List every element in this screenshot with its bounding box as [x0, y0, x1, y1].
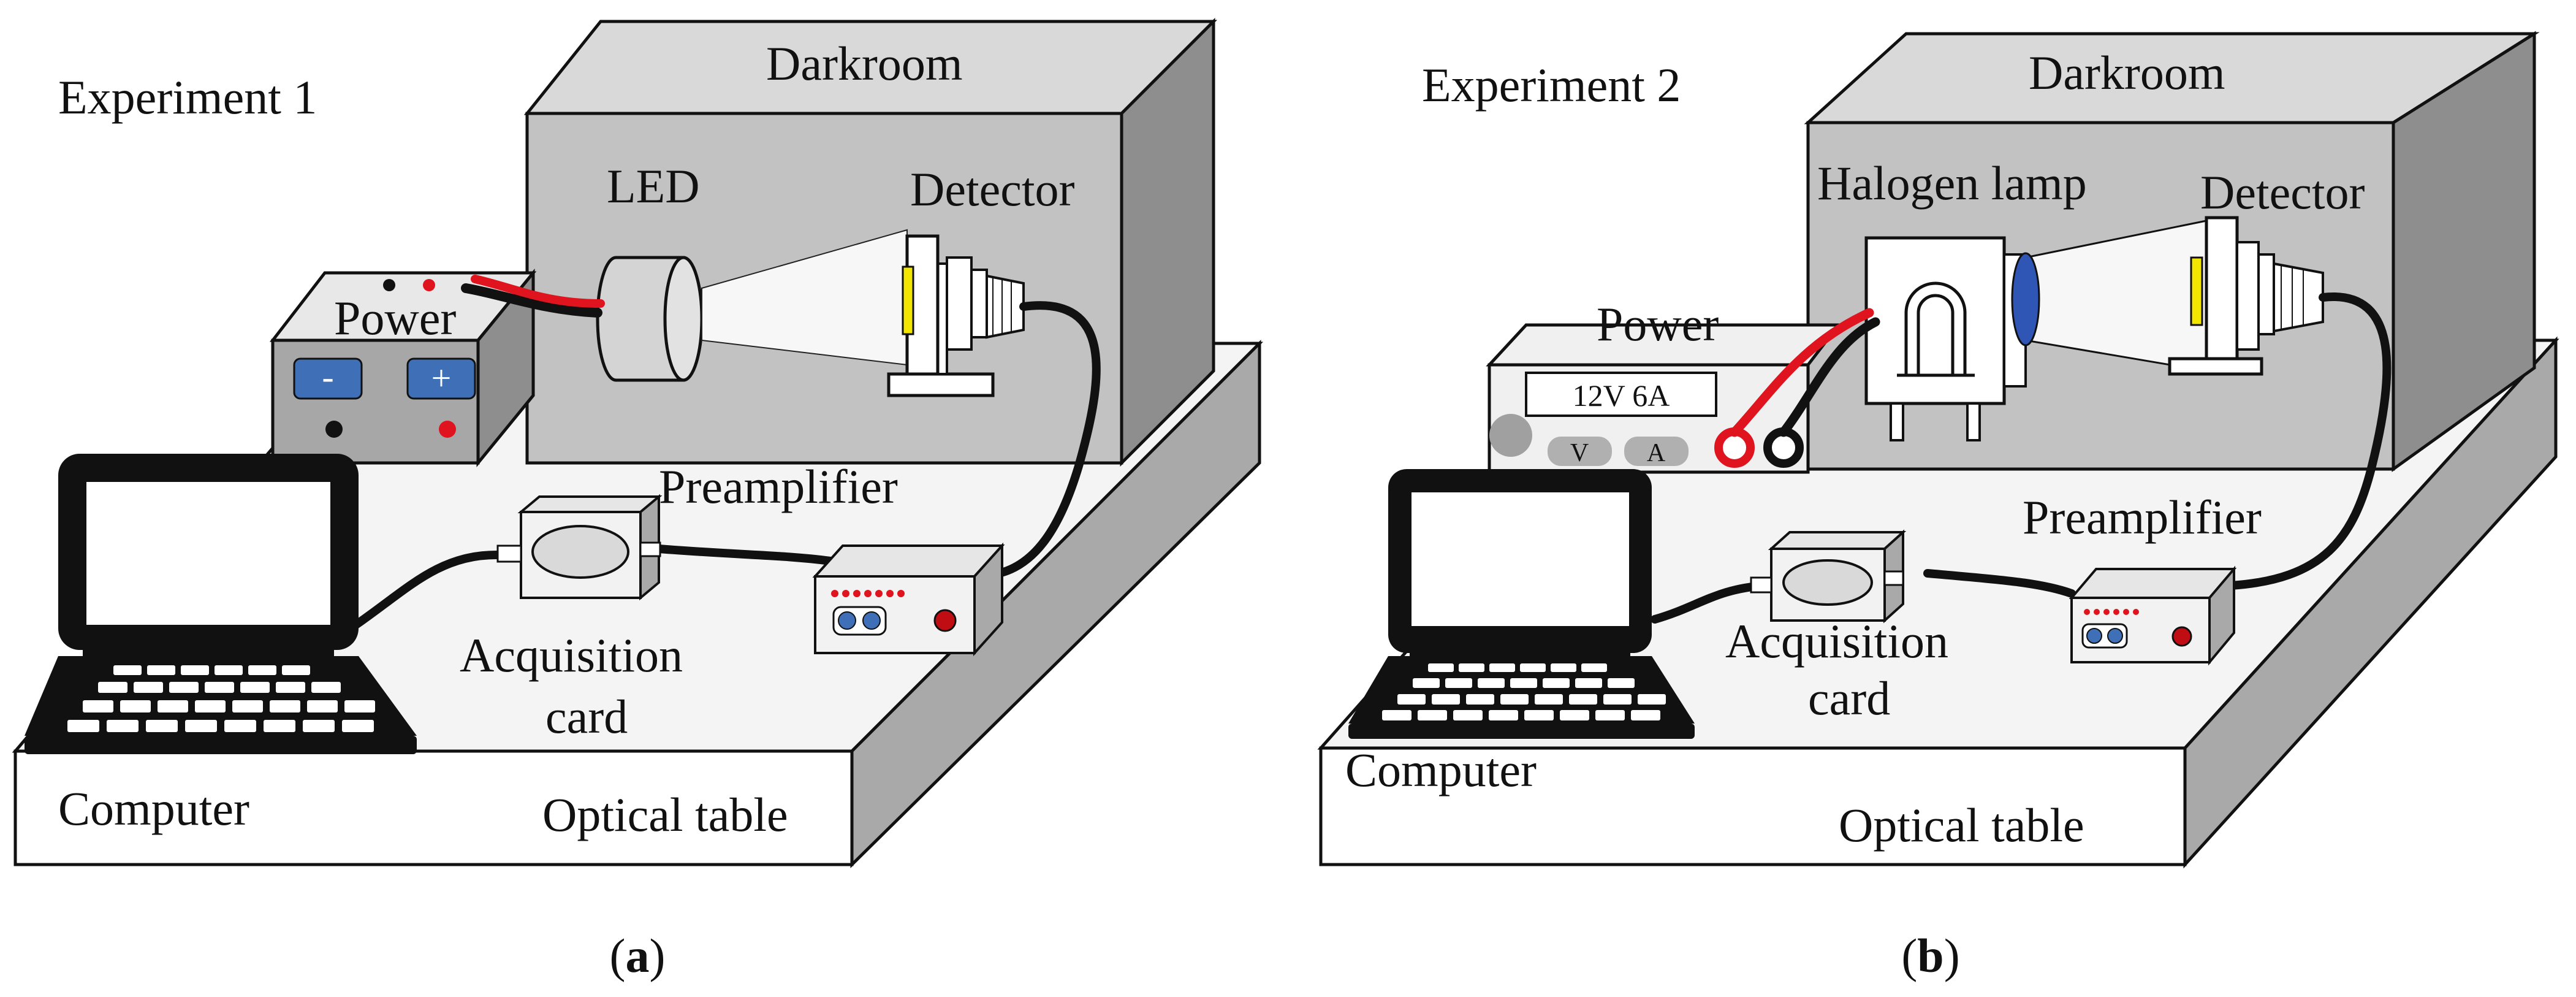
- panel-a: Experiment 1 Darkroom LED Detector Power…: [12, 17, 1264, 982]
- laptop-b: [1348, 469, 1695, 739]
- detector-a: [887, 234, 1025, 397]
- minus-label: -: [322, 357, 333, 397]
- darkroom-label-a: Darkroom: [766, 37, 963, 90]
- detector-window-a: [902, 265, 914, 335]
- power-display: [1525, 372, 1717, 417]
- acquisition-label-a-line1: Acquisition: [460, 628, 683, 682]
- laptop-screen-b: [1410, 491, 1630, 627]
- source-label-a: LED: [607, 159, 700, 213]
- laptop-screen-a: [85, 481, 332, 626]
- power-supply-b: [1486, 323, 1842, 474]
- preamplifier-label-b: Preamplifier: [2023, 491, 2262, 544]
- cables-b: [1651, 292, 2392, 624]
- lens-b: [2011, 252, 2040, 346]
- computer-label-a: Computer: [58, 782, 249, 835]
- minus-button: [293, 357, 363, 400]
- acquisition-card-a: [496, 494, 663, 601]
- v-button-label: V: [1570, 439, 1589, 467]
- power-label-a: Power: [334, 291, 456, 345]
- source-label-b: Halogen lamp: [1817, 156, 2087, 210]
- detector-label-b: Detector: [2200, 166, 2365, 219]
- power-supply-a: [269, 268, 537, 468]
- a-button: [1624, 437, 1689, 466]
- table-label-a: Optical table: [542, 788, 788, 841]
- panel-b: Experiment 2 Darkroom Halogen lamp Detec…: [1317, 31, 2559, 982]
- power-label-b: Power: [1597, 297, 1719, 351]
- experiment-title-a: Experiment 1: [58, 71, 317, 124]
- caption-a: (a): [610, 929, 666, 982]
- detector-window-b: [2190, 256, 2203, 326]
- preamplifier-a: [812, 542, 1005, 657]
- acquisition-card-b: [1750, 529, 1907, 624]
- acquisition-label-b-line2: card: [1808, 671, 1890, 725]
- halogen-lamp: [1864, 236, 2040, 441]
- table-label-b: Optical table: [1839, 798, 2084, 852]
- v-button: [1548, 437, 1612, 466]
- experiment-title-b: Experiment 2: [1422, 58, 1681, 112]
- a-button-label: A: [1647, 439, 1666, 467]
- detector-b: [2168, 216, 2324, 376]
- led-source: [596, 229, 908, 382]
- computer-label-b: Computer: [1345, 743, 1537, 796]
- power-display-label: 12V 6A: [1573, 378, 1670, 413]
- plus-label: +: [431, 358, 452, 398]
- laptop-a: [25, 454, 417, 754]
- acquisition-label-a-line2: card: [545, 690, 628, 743]
- preamplifier-b: [2069, 565, 2237, 666]
- preamplifier-label-a: Preamplifier: [659, 460, 898, 513]
- caption-b: (b): [1901, 929, 1959, 982]
- plus-button: [406, 357, 476, 400]
- detector-label-a: Detector: [910, 162, 1075, 216]
- darkroom-label-b: Darkroom: [2029, 46, 2225, 99]
- acquisition-label-b-line1: Acquisition: [1725, 614, 1948, 668]
